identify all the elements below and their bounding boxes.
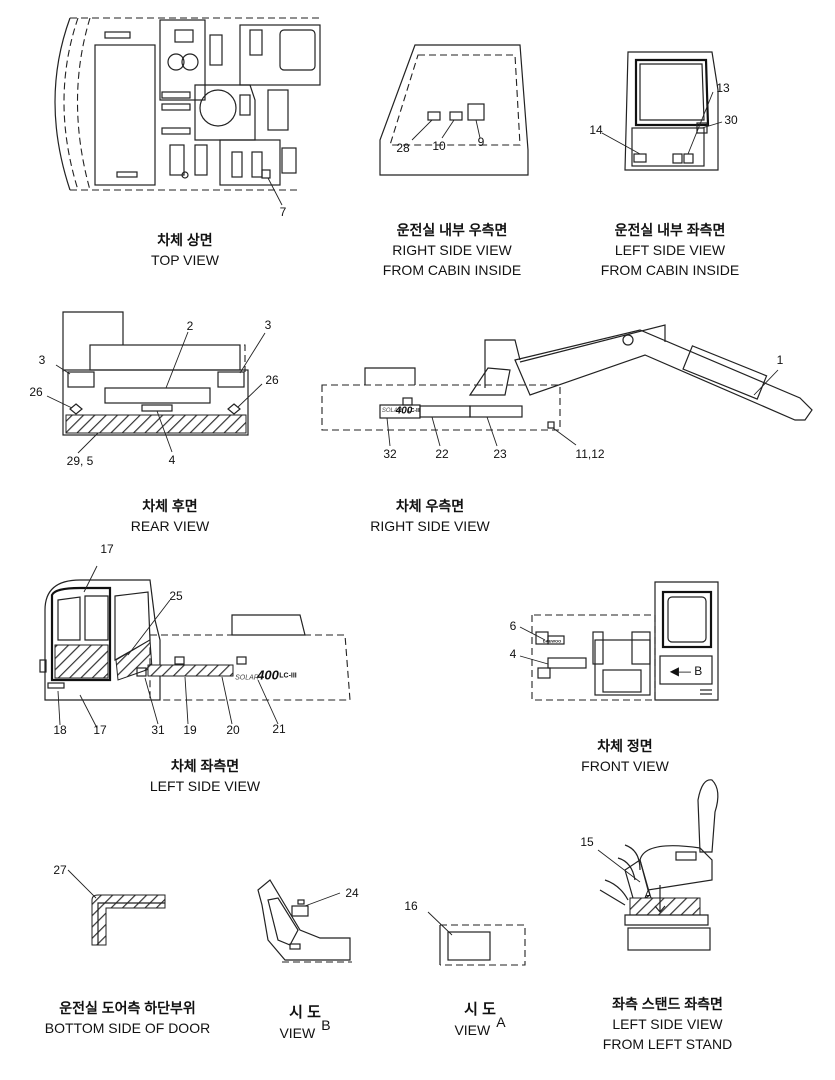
caption-view-letter: B (321, 1017, 331, 1033)
model-marking-left: 400 (257, 667, 279, 683)
caption-ko: 차체 후면 (142, 498, 198, 514)
callout-25: 25 (169, 589, 183, 603)
callout-9: 9 (477, 135, 485, 149)
solar-marking: SOLAR (381, 408, 403, 414)
callout-17-top: 17 (100, 542, 114, 556)
caption-en-2: FROM CABIN INSIDE (600, 262, 740, 278)
callout-22: 22 (435, 447, 449, 461)
top-view-drawing (54, 17, 321, 206)
callout-4-front: 4 (509, 647, 517, 661)
arrow-b-marking: ◀— B (669, 664, 703, 678)
callout-28: 28 (396, 141, 410, 155)
arrow-left-icon: ◀ (669, 664, 679, 678)
caption-ko: 차체 정면 (597, 738, 653, 754)
caption-ko: 운전실 도어측 하단부위 (59, 1000, 196, 1016)
caption-en-2: FROM CABIN INSIDE (382, 262, 522, 278)
callout-15: 15 (580, 835, 594, 849)
caption-ko: 운전실 내부 우측면 (396, 222, 508, 238)
caption-en: VIEW B (270, 1017, 340, 1043)
caption-en: REAR VIEW (130, 518, 210, 534)
caption-right-side-view: 차체 우측면 RIGHT SIDE VIEW (345, 496, 515, 536)
caption-rear-view: 차체 후면 REAR VIEW (90, 496, 250, 536)
callout-21: 21 (272, 722, 286, 736)
arrow-a-marking: A (644, 889, 652, 901)
caption-view-letter: A (496, 1014, 506, 1030)
logo-marking: DAEWOO (542, 638, 562, 644)
callout-6: 6 (509, 619, 517, 633)
callout-3-right: 3 (264, 318, 272, 332)
rear-view-drawing (46, 311, 266, 454)
caption-ko: 시 도 (464, 1001, 496, 1018)
caption-ko: 운전실 내부 좌측면 (614, 222, 726, 238)
callout-17-bottom: 17 (93, 723, 107, 737)
caption-ko: 시 도 (289, 1004, 321, 1021)
callout-14: 14 (589, 123, 603, 137)
caption-view-a: 시 도 VIEW A (440, 1000, 520, 1040)
caption-en: LEFT SIDE VIEW (612, 1016, 723, 1032)
left-cabin-view-drawing (601, 51, 723, 171)
caption-en: VIEW A (440, 1014, 520, 1040)
caption-en: FRONT VIEW (581, 758, 669, 774)
callout-16: 16 (404, 899, 418, 913)
caption-en: LEFT SIDE VIEW (149, 778, 261, 794)
caption-left-cabin-view: 운전실 내부 좌측면 LEFT SIDE VIEW FROM CABIN INS… (575, 220, 765, 280)
caption-en: LEFT SIDE VIEW (614, 242, 726, 258)
caption-left-stand-view: 좌측 스탠드 좌측면 LEFT SIDE VIEW FROM LEFT STAN… (570, 994, 765, 1054)
right-side-view-drawing (321, 324, 813, 447)
seat-drawing (597, 779, 719, 951)
caption-right-cabin-view: 운전실 내부 우측면 RIGHT SIDE VIEW FROM CABIN IN… (357, 220, 547, 280)
caption-door-bottom: 운전실 도어측 하단부위 BOTTOM SIDE OF DOOR (20, 998, 235, 1038)
callout-29-5: 29, 5 (66, 454, 94, 468)
caption-en: BOTTOM SIDE OF DOOR (44, 1020, 211, 1036)
model-marking: 400 (395, 405, 413, 417)
caption-ko: 좌측 스탠드 좌측면 (612, 996, 723, 1012)
callout-27: 27 (53, 863, 67, 877)
caption-ko: 차체 상면 (157, 232, 213, 248)
caption-front-view: 차체 정면 FRONT VIEW (545, 736, 705, 776)
caption-top-view: 차체 상면 TOP VIEW (105, 230, 265, 270)
right-cabin-view-drawing (379, 44, 529, 176)
callout-18: 18 (53, 723, 67, 737)
callout-10: 10 (432, 139, 446, 153)
caption-left-side-view: 차체 좌측면 LEFT SIDE VIEW (120, 756, 290, 796)
callout-26-left: 26 (29, 385, 43, 399)
front-view-drawing (519, 581, 719, 701)
callout-13: 13 (716, 81, 730, 95)
caption-view-b: 시 도 VIEW B (270, 1003, 340, 1043)
lc-marking-left: LC-III (279, 672, 297, 680)
caption-view-word: VIEW (279, 1025, 316, 1041)
caption-ko: 차체 좌측면 (170, 758, 240, 774)
callout-11-12: 11,12 (575, 447, 605, 461)
caption-en: TOP VIEW (151, 252, 219, 268)
view-b-drawing (257, 879, 352, 963)
callout-2: 2 (186, 319, 194, 333)
callout-31: 31 (151, 723, 165, 737)
lc-marking: LC-III (407, 408, 421, 414)
callout-24: 24 (345, 886, 359, 900)
callout-20: 20 (226, 723, 240, 737)
caption-view-word: VIEW (454, 1022, 491, 1038)
left-side-view-drawing (39, 565, 351, 729)
callout-26-right: 26 (265, 373, 279, 387)
caption-ko: 차체 우측면 (395, 498, 465, 514)
callout-23: 23 (493, 447, 507, 461)
caption-en: RIGHT SIDE VIEW (392, 242, 512, 258)
door-bottom-drawing (67, 869, 166, 946)
callout-7: 7 (279, 205, 287, 219)
callout-32: 32 (383, 447, 397, 461)
caption-en: RIGHT SIDE VIEW (370, 518, 490, 534)
caption-en-2: FROM LEFT STAND (602, 1036, 733, 1052)
callout-1: 1 (776, 353, 784, 367)
view-a-drawing (427, 911, 526, 966)
arrow-b-letter: B (694, 664, 703, 678)
callout-3-left: 3 (38, 353, 46, 367)
solar-marking-left: SOLAR (235, 674, 259, 682)
callout-4-rear: 4 (168, 453, 176, 467)
callout-30: 30 (724, 113, 738, 127)
callout-19: 19 (183, 723, 197, 737)
